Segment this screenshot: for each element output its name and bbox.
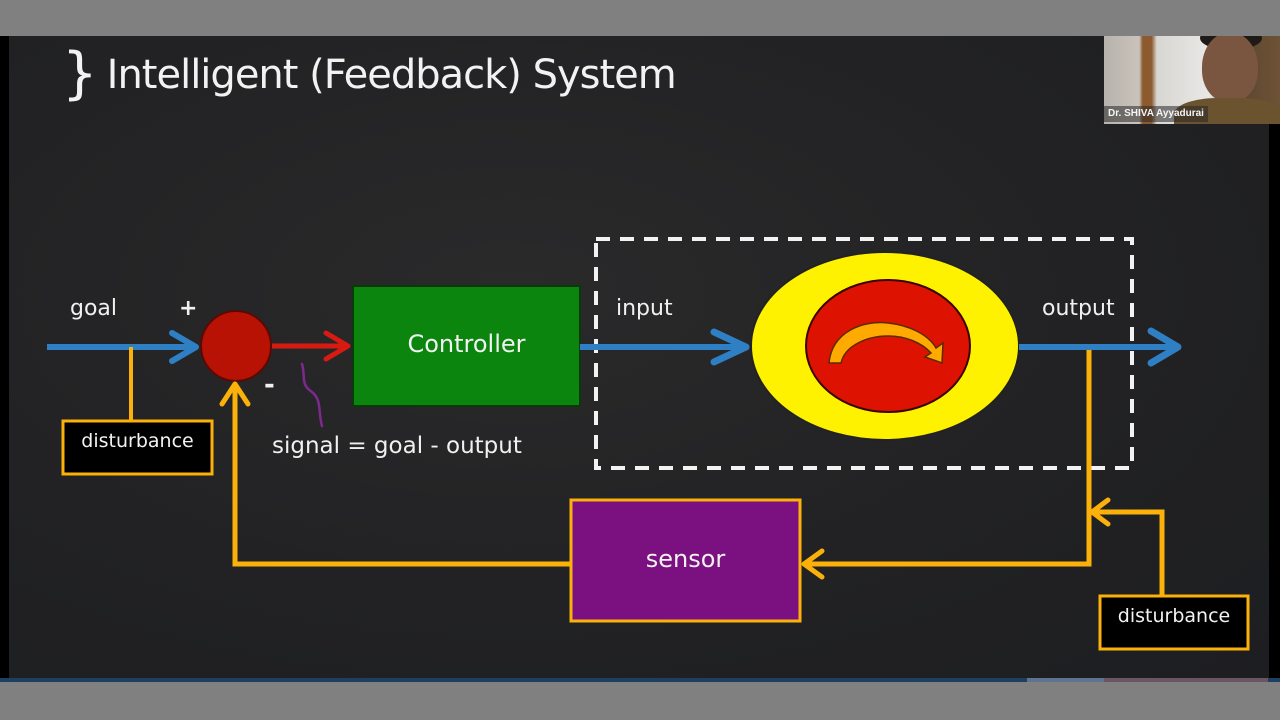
sensor-input-arrowhead (801, 548, 825, 580)
output-arrowhead (1147, 327, 1182, 367)
feedback-path-left (232, 384, 571, 567)
feedback-path-right (804, 350, 1092, 567)
presentation-frame (0, 36, 1280, 682)
signal-equation-label: signal = goal - output (272, 433, 522, 459)
disturbance-label-right: disturbance (1117, 605, 1231, 627)
input-arrowhead (710, 328, 750, 366)
minus-sign-label: - (264, 370, 275, 400)
disturbance-box-left[interactable] (61, 419, 214, 476)
goal-arrowhead (169, 330, 199, 364)
slide-title: }Intelligent (Feedback) System (62, 41, 677, 106)
progress-remaining-segment (1104, 678, 1268, 682)
presenter-webcam-video[interactable]: Dr. SHIVA Ayyadurai (1104, 36, 1280, 124)
output-label: output (1042, 296, 1115, 321)
presenter-face (1202, 36, 1258, 102)
plant-inner-circle (805, 279, 971, 413)
progress-buffered-segment (1027, 678, 1104, 682)
bullet-brace-icon: } (62, 41, 98, 106)
right-disturbance-arrowhead (1089, 497, 1111, 527)
sensor-block[interactable] (569, 498, 802, 623)
annotation-squiggle (300, 362, 324, 428)
error-signal-arrowhead (323, 330, 351, 362)
input-label: input (616, 296, 673, 321)
disturbance-box-right[interactable] (1098, 594, 1250, 651)
video-progress-bar[interactable] (0, 678, 1280, 682)
slide-title-text: Intelligent (Feedback) System (106, 52, 677, 98)
system-boundary-dashed-box (594, 237, 1134, 470)
controller-label: Controller (407, 330, 526, 358)
right-disturbance-connector (1092, 509, 1165, 597)
goal-label: goal (70, 296, 118, 321)
disturbance-label-left: disturbance (81, 430, 194, 452)
plus-sign-label: + (179, 296, 198, 321)
controller-block[interactable] (352, 285, 581, 407)
feedback-arrowhead (219, 381, 251, 407)
participant-name-label: Dr. SHIVA Ayyadurai (1104, 106, 1208, 122)
rotation-arc-icon (828, 321, 944, 365)
summing-junction (200, 310, 272, 382)
sensor-label: sensor (645, 545, 726, 573)
